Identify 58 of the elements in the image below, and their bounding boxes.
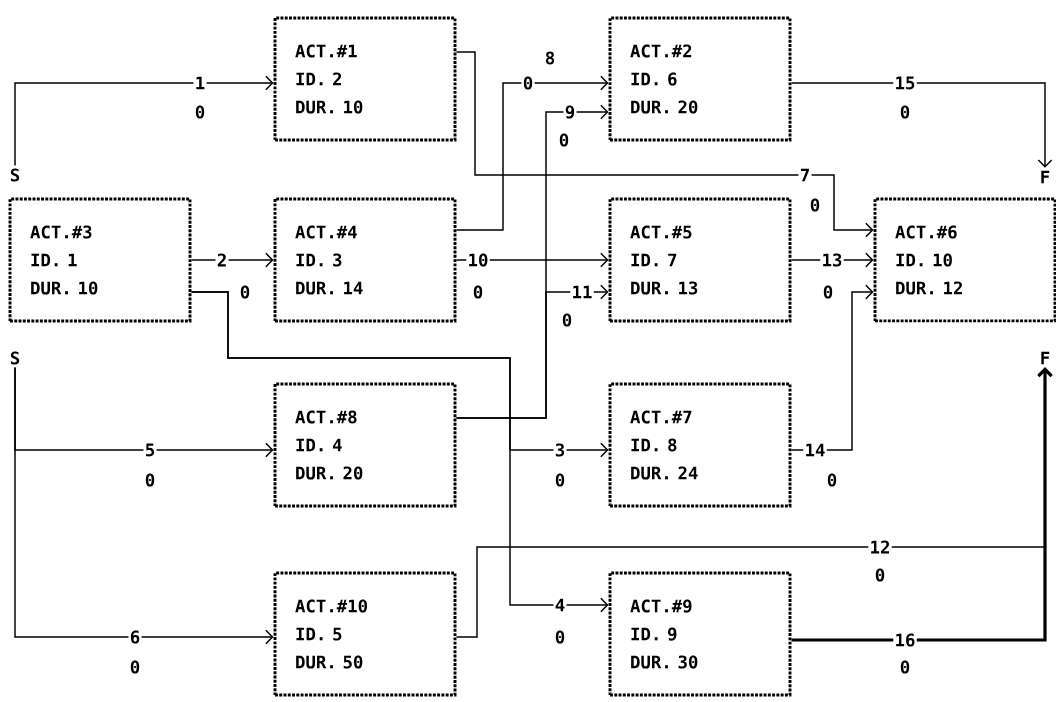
arrow: [190, 291, 609, 613]
edge-label: 2: [215, 252, 229, 268]
activity-box: ACT.#3 ID. 1 DUR. 10: [8, 197, 192, 323]
value-label: 0: [128, 659, 142, 675]
arrow: [455, 51, 874, 238]
activity-box: ACT.#9 ID. 9 DUR. 30: [608, 571, 792, 697]
arrow: [790, 284, 874, 451]
edge-label: 15: [893, 75, 917, 91]
value-label: 0: [521, 75, 535, 91]
edge-label: 13: [820, 252, 844, 268]
arrow: [14, 75, 274, 167]
arrow: [455, 252, 609, 268]
value-label: 0: [873, 567, 887, 583]
edge-label: 1: [193, 75, 207, 91]
edge-label: 11: [570, 284, 594, 300]
edge-label: 6: [128, 629, 142, 645]
value-label: 0: [553, 629, 567, 645]
activity-box: ACT.#10 ID. 5 DUR. 50: [273, 571, 457, 697]
terminal-label: F: [1041, 351, 1050, 365]
edge-label: 14: [803, 442, 827, 458]
arrow: [190, 252, 274, 268]
arrow: [14, 366, 274, 645]
edge-label: 7: [798, 167, 812, 183]
terminal-label: F: [1041, 170, 1050, 184]
edge-label: 3: [553, 442, 567, 458]
activity-box: ACT.#2 ID. 6 DUR. 20: [608, 16, 792, 142]
value-label: 0: [193, 104, 207, 120]
edge-label: 5: [143, 442, 157, 458]
arrow: [791, 367, 1053, 642]
value-label: 0: [471, 284, 485, 300]
activity-box: ACT.#1 ID. 2 DUR. 10: [273, 16, 457, 142]
value-label: 0: [557, 132, 571, 148]
value-label: 0: [821, 284, 835, 300]
value-label: 0: [825, 472, 839, 488]
edge-label: 8: [543, 50, 557, 66]
value-label: 0: [560, 312, 574, 328]
arrow: [790, 252, 874, 268]
activity-box: ACT.#4 ID. 3 DUR. 14: [273, 197, 457, 323]
value-label: 0: [238, 284, 252, 300]
arrow: [790, 82, 1053, 168]
activity-box: ACT.#5 ID. 7 DUR. 13: [608, 197, 792, 323]
terminal-label: S: [10, 168, 20, 182]
activity-box: ACT.#6 ID. 10 DUR. 12: [873, 197, 1056, 323]
edge-label: 9: [563, 104, 577, 120]
value-label: 0: [898, 104, 912, 120]
edge-label: 10: [466, 252, 490, 268]
value-label: 0: [808, 197, 822, 213]
arrow: [455, 284, 609, 419]
activity-box: ACT.#8 ID. 4 DUR. 20: [273, 382, 457, 508]
arrow: [455, 75, 609, 231]
edge-label: 16: [893, 632, 917, 648]
value-label: 0: [553, 472, 567, 488]
activity-box: ACT.#7 ID. 8 DUR. 24: [608, 382, 792, 508]
edge-label: 4: [553, 597, 567, 613]
edge-label: 12: [868, 539, 892, 555]
value-label: 0: [143, 472, 157, 488]
terminal-label: S: [10, 351, 20, 365]
value-label: 0: [898, 659, 912, 675]
